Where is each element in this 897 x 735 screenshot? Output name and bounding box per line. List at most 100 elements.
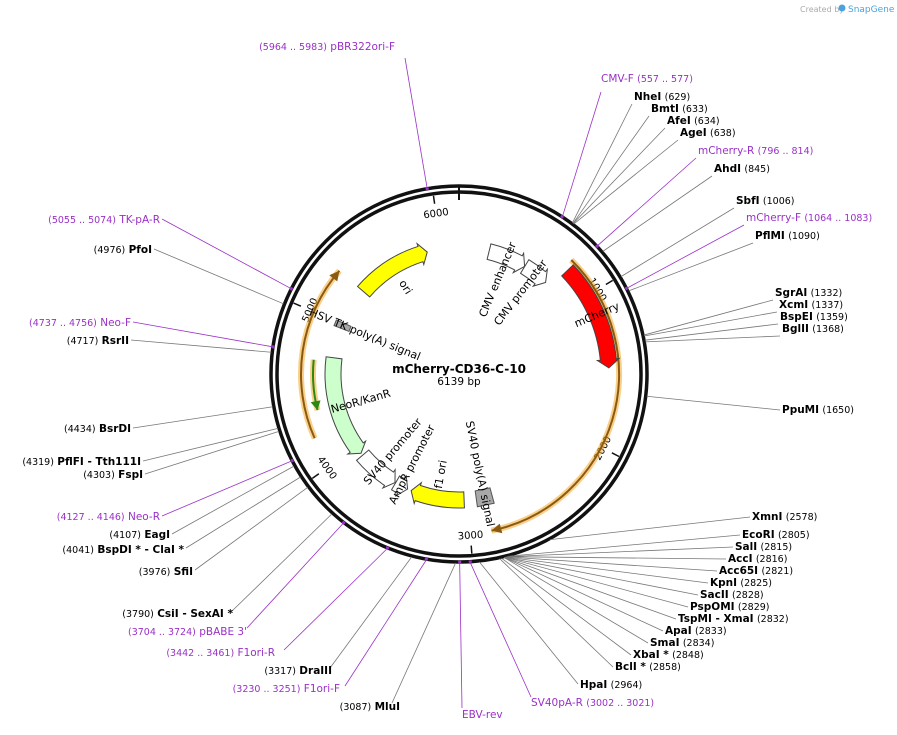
feature-ori: ori xyxy=(356,242,428,298)
leader-line xyxy=(283,548,388,651)
ruler-tick-3000 xyxy=(470,545,473,554)
enzyme-label-sfii: (3976) SfiI xyxy=(139,566,193,578)
enzyme-label-pfoi: (4976) PfoI xyxy=(94,244,152,256)
enzyme-label-bspei: BspEI (1359) xyxy=(780,311,848,323)
orf-arc xyxy=(300,270,341,439)
plasmid-name: mCherry-CD36-C-10 xyxy=(392,362,526,376)
leader-line xyxy=(504,557,664,632)
enzyme-label-csii-sexai: (3790) CsiI - SexAI * xyxy=(122,608,233,620)
orf-arc xyxy=(491,259,620,532)
enzyme-label-xcmi: XcmI (1337) xyxy=(779,299,843,311)
feature-neor-kanr: NeoR/KanR xyxy=(324,356,392,455)
feature-arrow xyxy=(324,356,367,455)
enzyme-label-sacii: SacII (2828) xyxy=(700,589,764,601)
ruler-tick-6000 xyxy=(432,195,436,204)
leader-line xyxy=(573,139,679,225)
enzyme-label-bcli: BclI * (2858) xyxy=(615,661,681,673)
orf-arcs xyxy=(298,257,622,534)
enzyme-label-bglii: BglII (1368) xyxy=(782,323,844,335)
enzyme-label-ppumi: PpuMI (1650) xyxy=(782,404,854,416)
leader-line xyxy=(646,395,781,411)
ruler-tick-5000 xyxy=(293,302,302,307)
leader-line xyxy=(153,248,284,305)
enzyme-label-mlui: (3087) MluI xyxy=(340,701,400,713)
feature-hsv-tk-poly-a-signal: HSV TK poly(A) signal xyxy=(307,306,422,364)
primer-label-f1ori-f: (3230 .. 3251) F1ori-F xyxy=(233,683,340,695)
leader-line xyxy=(597,157,697,246)
enzyme-label-afei: AfeI (634) xyxy=(667,115,720,127)
feature-f1-ori: f1 ori xyxy=(410,459,465,509)
enzyme-label-nhei: NheI (629) xyxy=(634,91,690,103)
enzyme-label-ahdi: AhdI (845) xyxy=(714,163,770,175)
enzyme-label-agei: AgeI (638) xyxy=(680,127,736,139)
leader-line xyxy=(572,127,666,224)
leader-line xyxy=(459,562,463,709)
primer-label-sv40pa-r: SV40pA-R (3002 .. 3021) xyxy=(531,697,654,709)
feature-arrow xyxy=(410,481,465,509)
leader-line xyxy=(572,103,633,224)
primer-mark xyxy=(425,187,429,191)
ruler-tick-1000 xyxy=(605,279,614,286)
orf-arrowhead xyxy=(491,523,503,534)
leader-line xyxy=(627,224,745,289)
leader-line xyxy=(644,311,778,337)
leader-line xyxy=(509,534,741,557)
leader-line xyxy=(572,115,650,224)
enzyme-label-sbfi: SbfI (1006) xyxy=(736,195,795,207)
leader-line xyxy=(504,556,689,608)
primer-label-tk-pa-r: (5055 .. 5074) TK-pA-R xyxy=(48,214,160,226)
plasmid-length: 6139 bp xyxy=(437,376,481,388)
enzyme-label-fspi: (4303) FspI xyxy=(83,469,143,481)
leader-line xyxy=(507,556,727,560)
leader-line xyxy=(142,428,279,462)
plasmid-center-title: mCherry-CD36-C-10 6139 bp xyxy=(392,362,526,388)
credit-prefix: Created by xyxy=(800,5,844,14)
leader-line xyxy=(404,57,428,188)
primer-mark xyxy=(385,546,390,550)
snapgene-credit: Created by SnapGene xyxy=(800,4,895,15)
leader-line xyxy=(507,546,734,558)
enzyme-label-acci: AccI (2816) xyxy=(728,553,787,565)
label-leader-lines xyxy=(130,57,781,709)
ruler-tick-4000 xyxy=(311,473,320,479)
primer-mark xyxy=(594,244,599,249)
leader-line xyxy=(161,460,292,517)
feature-arrow xyxy=(561,264,621,369)
primer-label-ebv-rev: EBV-rev xyxy=(462,709,503,721)
leader-line xyxy=(391,562,456,704)
leader-line xyxy=(171,465,295,535)
credit-brand: SnapGene xyxy=(848,5,895,15)
enzyme-label-bspdi-clai: (4041) BspDI * - ClaI * xyxy=(62,544,184,556)
feature-label: HSV TK poly(A) signal xyxy=(307,306,422,364)
primer-mark xyxy=(624,286,629,291)
enzyme-label-tspmi-xmai: TspMI - XmaI (2832) xyxy=(678,613,789,625)
leader-line xyxy=(499,558,614,668)
leader-line xyxy=(501,557,632,656)
primer-mark xyxy=(289,286,294,291)
leader-line xyxy=(505,556,709,584)
orf-arrowhead xyxy=(329,270,340,282)
ruler-label-4000: 4000 xyxy=(315,455,339,482)
feature-arrow xyxy=(355,449,396,490)
ruler-label-3000: 3000 xyxy=(457,530,483,543)
enzyme-label-smai: SmaI (2834) xyxy=(650,637,714,649)
enzyme-label-pflmi: PflMI (1090) xyxy=(755,230,820,242)
feature-label: SV40 poly(A) signal xyxy=(463,420,497,528)
primer-mark xyxy=(290,458,295,463)
feature-sv40-poly-a-signal: SV40 poly(A) signal xyxy=(463,420,497,528)
primer-mark xyxy=(424,557,429,561)
leader-line xyxy=(246,523,344,629)
primer-label-neo-r: (4127 .. 4146) Neo-R xyxy=(57,511,160,523)
feature-label: ori xyxy=(396,278,415,297)
enzyme-label-eagi: (4107) EagI xyxy=(109,529,170,541)
leader-line xyxy=(344,559,427,687)
leader-line xyxy=(132,321,273,348)
primer-mark xyxy=(560,214,565,219)
leader-line xyxy=(130,339,272,353)
primer-label-mcherry-f: mCherry-F (1064 .. 1083) xyxy=(746,212,872,224)
primer-label-pbabe-3: (3704 .. 3724) pBABE 3' xyxy=(128,626,247,638)
feature-arrow xyxy=(356,242,428,298)
feature-arrow xyxy=(390,474,409,498)
ruler-label-6000: 6000 xyxy=(423,207,450,221)
enzyme-label-sgrai: SgrAI (1332) xyxy=(775,287,842,299)
